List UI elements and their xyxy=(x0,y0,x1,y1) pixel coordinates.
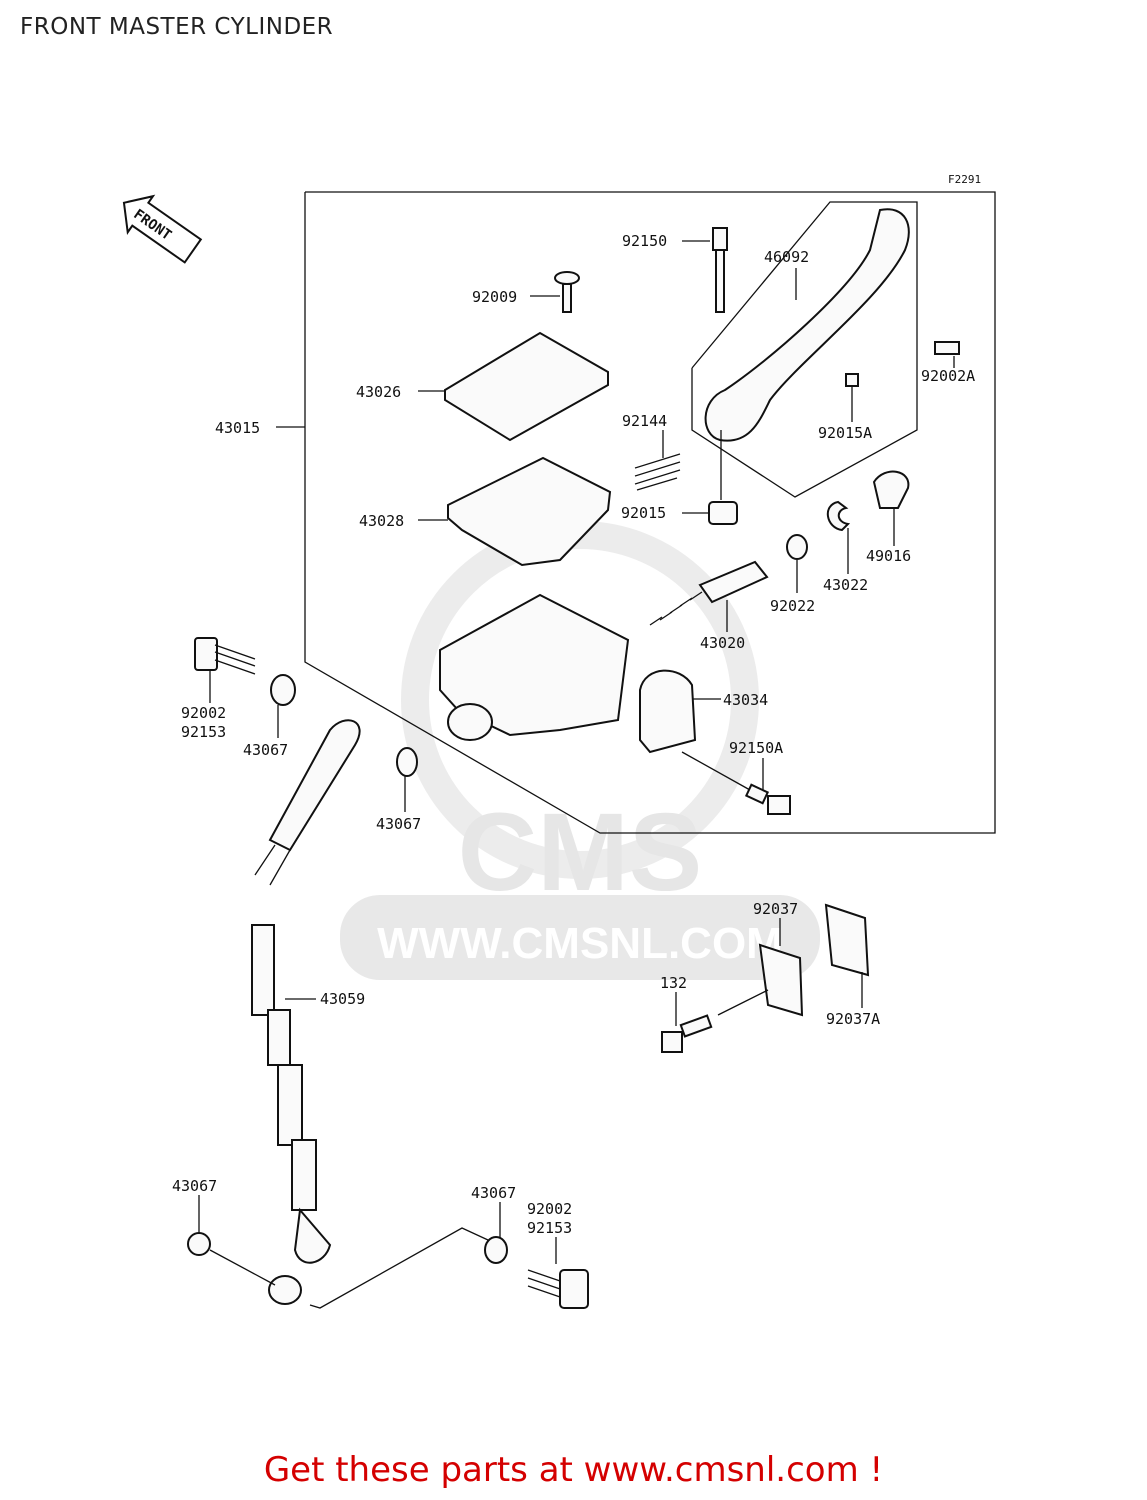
part-92015-nut xyxy=(708,501,738,525)
label-92015: 92015 xyxy=(621,504,666,522)
part-43067-washer-c xyxy=(187,1232,211,1256)
label-92150: 92150 xyxy=(622,232,667,250)
watermark: CMS WWW.CMSNL.COM xyxy=(340,521,820,980)
label-92037A: 92037A xyxy=(826,1010,880,1028)
part-92002-banjo-bolt-bottom xyxy=(527,1269,589,1309)
part-43020-piston xyxy=(649,560,769,626)
label-92002A: 92002A xyxy=(921,367,975,385)
front-arrow-icon: FRONT xyxy=(122,194,203,264)
footer-cta-link[interactable]: Get these parts at www.cmsnl.com ! xyxy=(263,1450,884,1490)
part-132-bolt xyxy=(661,1014,713,1053)
label-92009: 92009 xyxy=(472,288,517,306)
label-132: 132 xyxy=(660,974,687,992)
part-92144-spring xyxy=(634,453,681,491)
label-43059: 43059 xyxy=(320,990,365,1008)
label-92153-b: 92153 xyxy=(527,1219,572,1237)
label-43015: 43015 xyxy=(215,419,260,437)
part-master-cylinder-body xyxy=(439,593,630,741)
part-92015A-nut xyxy=(845,373,859,387)
assembly-outline xyxy=(304,191,996,834)
part-43026-cover xyxy=(444,331,609,442)
label-43026: 43026 xyxy=(356,383,401,401)
part-92037A-bracket xyxy=(824,903,870,977)
label-92002-a: 92002 xyxy=(181,704,226,722)
part-92002A-screw xyxy=(934,341,960,355)
label-92015A: 92015A xyxy=(818,424,872,442)
label-92144: 92144 xyxy=(622,412,667,430)
part-43022-circlip xyxy=(827,500,851,532)
part-92150A-bolt xyxy=(681,751,791,815)
label-43067-a: 43067 xyxy=(243,741,288,759)
label-43028: 43028 xyxy=(359,512,404,530)
label-92037: 92037 xyxy=(753,900,798,918)
label-49016: 49016 xyxy=(866,547,911,565)
part-92002-banjo-bolt-top xyxy=(194,637,256,675)
page-title: FRONT MASTER CYLINDER xyxy=(20,14,334,40)
part-labels: 92150 46092 92009 92002A 43026 43015 921… xyxy=(172,232,975,1237)
part-46092-lever xyxy=(704,208,910,442)
label-43034: 43034 xyxy=(723,691,768,709)
part-43059-brake-hose xyxy=(251,719,361,1305)
label-92002-b: 92002 xyxy=(527,1200,572,1218)
label-43022: 43022 xyxy=(823,576,868,594)
label-46092: 46092 xyxy=(764,248,809,266)
figure-code: F2291 xyxy=(948,173,981,186)
watermark-url: WWW.CMSNL.COM xyxy=(377,919,783,968)
lever-outline xyxy=(691,201,918,498)
label-92150A: 92150A xyxy=(729,739,783,757)
part-92022-washer xyxy=(786,534,808,560)
label-43067-c: 43067 xyxy=(172,1177,217,1195)
label-92022: 92022 xyxy=(770,597,815,615)
label-92153-a: 92153 xyxy=(181,723,226,741)
part-43067-washer-a xyxy=(270,674,296,706)
watermark-logo: CMS xyxy=(458,791,702,914)
part-92150-bolt xyxy=(712,227,728,313)
part-92009-screw xyxy=(554,271,580,313)
label-43020: 43020 xyxy=(700,634,745,652)
part-43067-washer-b xyxy=(396,747,418,777)
part-43067-washer-d xyxy=(484,1236,508,1264)
part-49016-boot xyxy=(872,470,910,509)
part-43034-clamp xyxy=(639,669,697,754)
part-43028-diaphragm xyxy=(447,456,612,567)
label-43067-b: 43067 xyxy=(376,815,421,833)
label-43067-d: 43067 xyxy=(471,1184,516,1202)
part-92037-bracket xyxy=(758,943,804,1017)
